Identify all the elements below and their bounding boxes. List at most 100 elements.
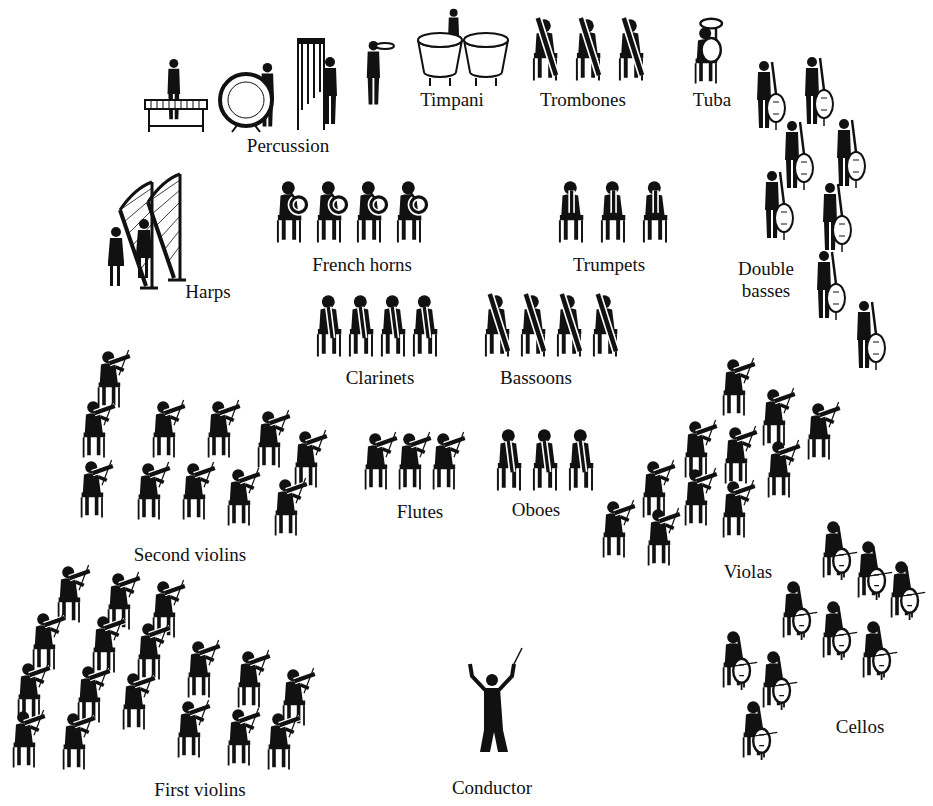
double-bass-players — [823, 183, 851, 252]
viola-players — [644, 460, 675, 518]
clarinet-players — [318, 295, 437, 356]
bassoon-players — [558, 294, 581, 356]
section-label: Violas — [724, 561, 772, 583]
bassoon-players — [486, 294, 509, 356]
first-violin-players — [79, 665, 110, 723]
section-label: Tuba — [693, 89, 731, 111]
oboe-players — [570, 429, 593, 490]
cello-players — [864, 621, 898, 680]
first-violin-players — [19, 662, 50, 720]
second-violin-players — [82, 460, 113, 518]
first-violin-players — [124, 672, 155, 730]
percussion-group — [298, 38, 324, 44]
conductor-figure — [470, 648, 522, 752]
flute-players — [366, 432, 397, 490]
timpani-drums — [418, 33, 462, 47]
cello-players — [859, 541, 893, 600]
trumpet-players — [560, 181, 667, 242]
section-label: Bassoons — [500, 367, 572, 389]
first-violin-players — [34, 612, 65, 670]
viola-players — [604, 358, 840, 566]
tuba-player — [696, 19, 722, 84]
percussion-group — [228, 82, 264, 118]
section-label: Double basses — [730, 258, 802, 302]
section-label: Cellos — [836, 716, 885, 738]
trumpet-players — [602, 181, 625, 242]
viola-players — [686, 420, 717, 478]
second-violin-players — [296, 430, 327, 488]
percussion-group — [232, 124, 260, 132]
second-violin-players — [139, 462, 170, 520]
oboe-players — [534, 429, 557, 490]
section-label: Harps — [185, 281, 230, 303]
viola-players — [724, 358, 755, 416]
section-label: Timpani — [420, 89, 484, 111]
percussion-group — [149, 109, 203, 132]
timpani-drums — [430, 78, 496, 86]
percussion-group — [323, 57, 337, 124]
percussion-group — [168, 59, 181, 119]
trumpet-players — [644, 181, 667, 242]
cello-players — [824, 601, 858, 660]
first-violin-players — [269, 712, 300, 770]
percussion-group — [151, 100, 199, 109]
flute-players — [366, 432, 465, 490]
double-bass-players — [757, 57, 885, 370]
french-horn-players — [358, 181, 387, 242]
first-violin-players — [179, 700, 210, 758]
harps — [108, 174, 186, 288]
percussion-group — [302, 44, 320, 110]
section-label: First violins — [154, 779, 245, 801]
clarinet-players — [382, 295, 405, 356]
second-violin-players — [209, 400, 240, 458]
section-label: Clarinets — [346, 367, 415, 389]
cello-players — [724, 521, 926, 760]
section-label: Trumpets — [573, 254, 645, 276]
section-label: Trombones — [540, 89, 626, 111]
bassoon-players — [522, 294, 545, 356]
percussion-group — [145, 100, 207, 109]
french-horn-players — [398, 181, 427, 242]
first-violin-players — [229, 708, 260, 766]
conductor-figure — [470, 664, 514, 690]
bassoon-players — [594, 294, 617, 356]
clarinet-players — [318, 295, 341, 356]
trombone-players — [577, 18, 600, 80]
trombone-players — [534, 18, 557, 80]
second-violin-players — [276, 478, 307, 536]
timpani-drums — [464, 33, 508, 47]
first-violin-players — [239, 650, 270, 708]
viola-players — [649, 508, 680, 566]
conductor-figure — [514, 648, 522, 664]
double-bass-players — [837, 119, 865, 188]
double-bass-players — [765, 171, 793, 240]
double-bass-players — [817, 251, 845, 320]
viola-players — [764, 388, 795, 446]
section-label: Second violins — [134, 544, 246, 566]
flute-players — [400, 432, 431, 490]
second-violin-players — [229, 468, 260, 526]
section-label: Percussion — [247, 135, 329, 157]
flute-players — [434, 432, 465, 490]
cello-players — [724, 631, 758, 690]
second-violin-players — [99, 350, 130, 408]
second-violin-players — [84, 400, 115, 458]
cello-players — [764, 651, 798, 710]
second-violin-players — [82, 350, 327, 536]
first-violin-players — [94, 615, 125, 673]
viola-players — [809, 402, 840, 460]
first-violin-players — [64, 712, 95, 770]
first-violin-players — [189, 640, 220, 698]
viola-players — [726, 426, 757, 484]
cello-players — [824, 521, 858, 580]
conductor-figure — [480, 688, 508, 752]
second-violin-players — [259, 410, 290, 468]
viola-players — [686, 468, 717, 526]
timpani-drums — [418, 9, 508, 86]
percussion-group — [145, 38, 394, 132]
percussion-group — [220, 74, 272, 126]
first-violin-players — [14, 710, 45, 768]
double-bass-players — [805, 57, 833, 126]
bassoon-players — [486, 294, 617, 356]
oboe-players — [498, 429, 521, 490]
